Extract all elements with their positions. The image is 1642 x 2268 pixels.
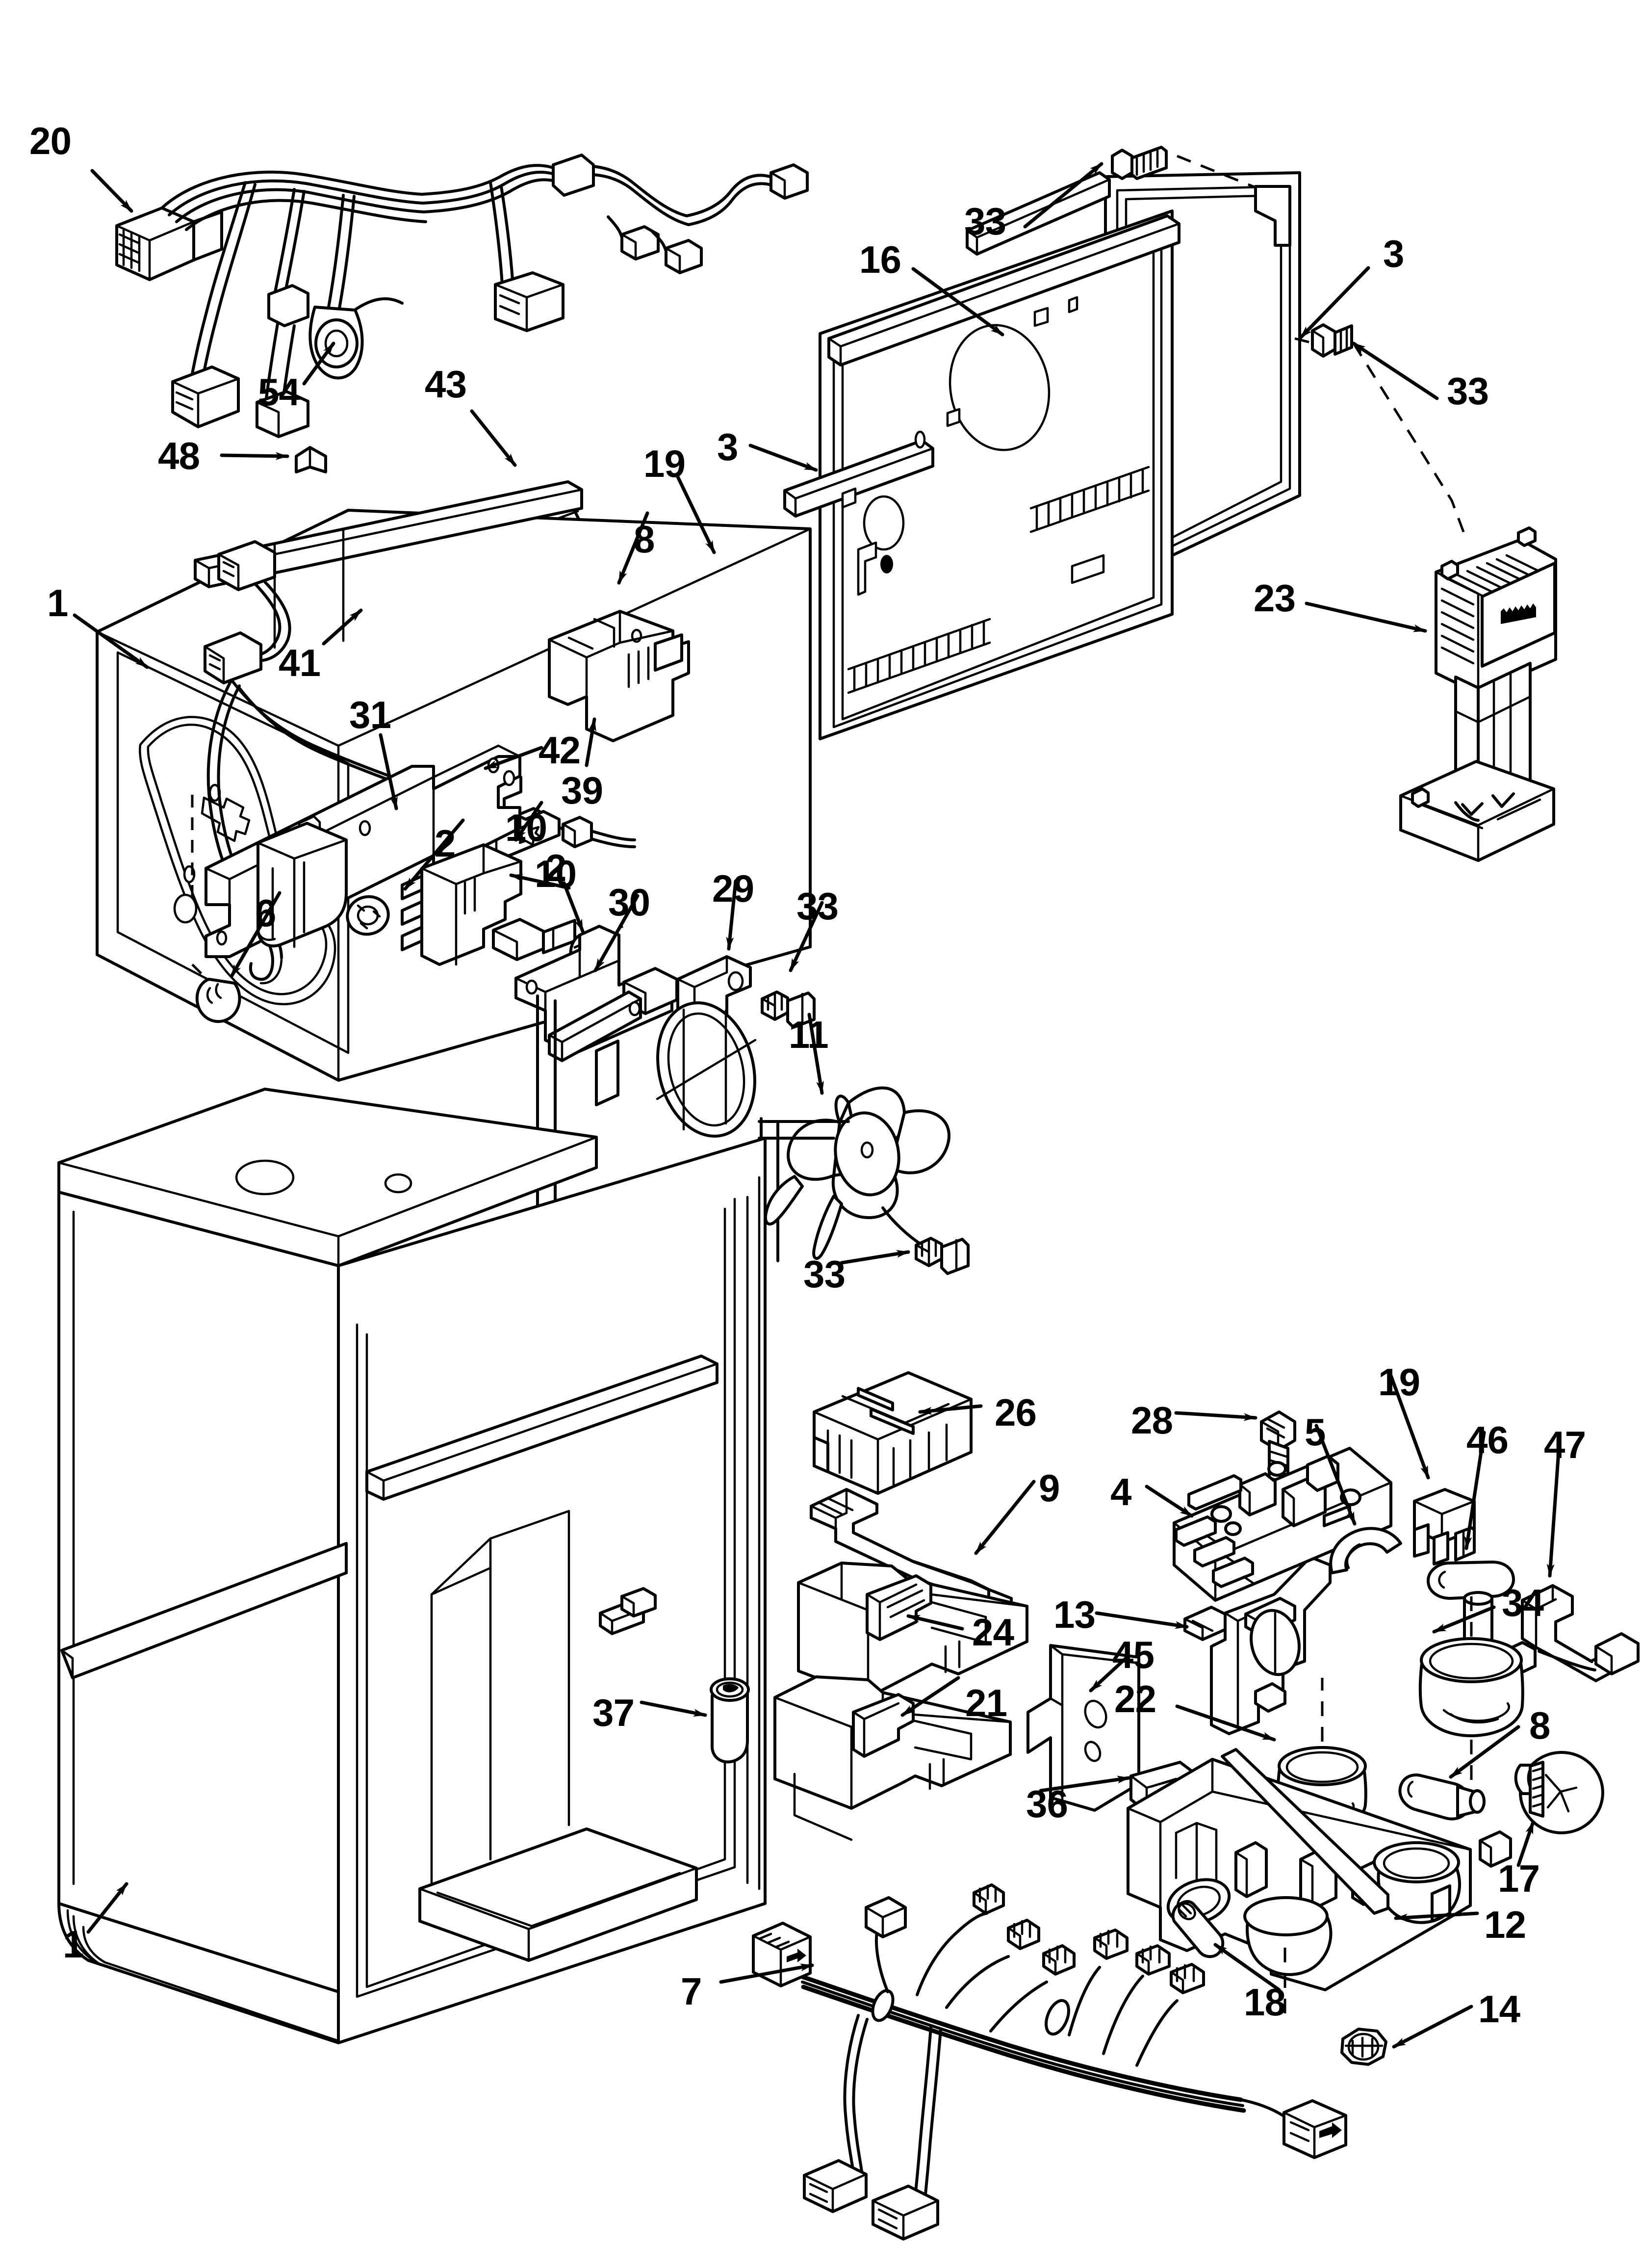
callout-4: 4: [1110, 1470, 1131, 1513]
callout-3-right: 3: [1383, 232, 1404, 275]
callout-11: 11: [789, 1013, 829, 1056]
part-3-rear-access-panel: [783, 171, 1301, 740]
callout-leaders: [73, 162, 1562, 2049]
callout-28: 28: [1131, 1399, 1173, 1442]
callout-17: 17: [1498, 1857, 1540, 1900]
part-7-wire-harness-lower: [752, 1883, 1347, 2241]
part-33-screw-mid: [761, 991, 816, 1029]
callout-41: 41: [279, 641, 321, 684]
callout-33-fan: 33: [803, 1252, 846, 1296]
callout-8-upper: 8: [634, 518, 655, 561]
part-24-air-duct-cover: [797, 1562, 1028, 1699]
callout-26: 26: [995, 1391, 1037, 1434]
part-5-retainer-clip: [1329, 1527, 1402, 1574]
callout-29: 29: [712, 867, 754, 910]
callout-43: 43: [425, 363, 467, 406]
callout-31: 31: [349, 693, 391, 736]
part-1-cabinet-liner-lower: [57, 1088, 767, 2044]
callout-42: 42: [539, 729, 581, 772]
part-17-light-bulb-lower: [1514, 1751, 1604, 1834]
part-39-control-housing: [548, 610, 690, 742]
part-13-damper-baffle: [1183, 1556, 1332, 1735]
part-48-clip-retainer: [295, 446, 327, 473]
part-11-fan-blade: [758, 1086, 950, 1262]
callout-18: 18: [1244, 1981, 1286, 2024]
callout-22: 22: [1114, 1677, 1156, 1721]
callout-36: 36: [1026, 1782, 1068, 1825]
callout-33-top: 33: [964, 200, 1006, 243]
part-29-fan-motor-bracket: [536, 955, 757, 1248]
callout-3-left: 3: [717, 425, 738, 469]
part-19-connector-block-lower: [1413, 1488, 1476, 1565]
callout-46: 46: [1466, 1418, 1509, 1461]
part-33-screw-right: [1311, 323, 1353, 358]
callout-24: 24: [972, 1611, 1014, 1654]
callout-33-right: 33: [1447, 369, 1489, 413]
callout-30: 30: [608, 881, 650, 924]
callout-34: 34: [1502, 1581, 1544, 1624]
part-33-screw-top: [1111, 146, 1168, 180]
callout-39: 39: [561, 769, 603, 812]
callout-19-upper: 19: [643, 442, 686, 485]
part-23-air-duct-grille: [1399, 526, 1557, 862]
part-37-hole-plug: [710, 1677, 750, 1764]
callout-48: 48: [158, 434, 200, 477]
callout-2-a: 2: [435, 822, 456, 865]
part-8-lamp-socket-lower: [1398, 1773, 1486, 1821]
callout-6: 6: [255, 891, 276, 935]
callout-16: 16: [859, 238, 901, 281]
callout-5: 5: [1305, 1410, 1326, 1454]
callout-13: 13: [1053, 1593, 1096, 1636]
callout-54: 54: [258, 370, 300, 414]
part-33-screw-fan: [915, 1237, 970, 1275]
part-21-air-duct-housing: [773, 1675, 1012, 1841]
part-20-wire-harness-upper: [115, 154, 809, 438]
callout-19-lower: 19: [1378, 1360, 1420, 1404]
part-6-grommet-plug: [191, 964, 241, 1023]
callout-20: 20: [29, 119, 72, 162]
callout-1-lower: 1: [63, 1923, 84, 1966]
callout-45: 45: [1112, 1633, 1155, 1676]
callout-1-upper: 1: [47, 581, 68, 625]
callout-10-upper: 10: [505, 806, 547, 849]
callout-47: 47: [1544, 1423, 1586, 1466]
callout-14: 14: [1478, 1987, 1520, 2031]
callout-7: 7: [681, 1970, 702, 2013]
part-45-mounting-plate-flat: [1026, 1644, 1140, 1812]
callout-2-b: 2: [545, 846, 566, 889]
callout-9: 9: [1039, 1466, 1060, 1510]
callout-33-mid: 33: [796, 885, 839, 928]
callout-23: 23: [1254, 576, 1296, 620]
part-26-damper-control: [813, 1371, 973, 1495]
part-14-retaining-nut: [1340, 2028, 1387, 2066]
part-34-light-lens-cup-large: [1418, 1637, 1524, 1738]
callout-8-lower: 8: [1529, 1704, 1550, 1747]
callout-37: 37: [592, 1691, 635, 1734]
callout-12: 12: [1484, 1903, 1526, 1946]
callout-10-lower: 10: [535, 852, 577, 895]
callout-21: 21: [965, 1681, 1007, 1724]
part-4-electronic-control-board: [1173, 1447, 1392, 1602]
